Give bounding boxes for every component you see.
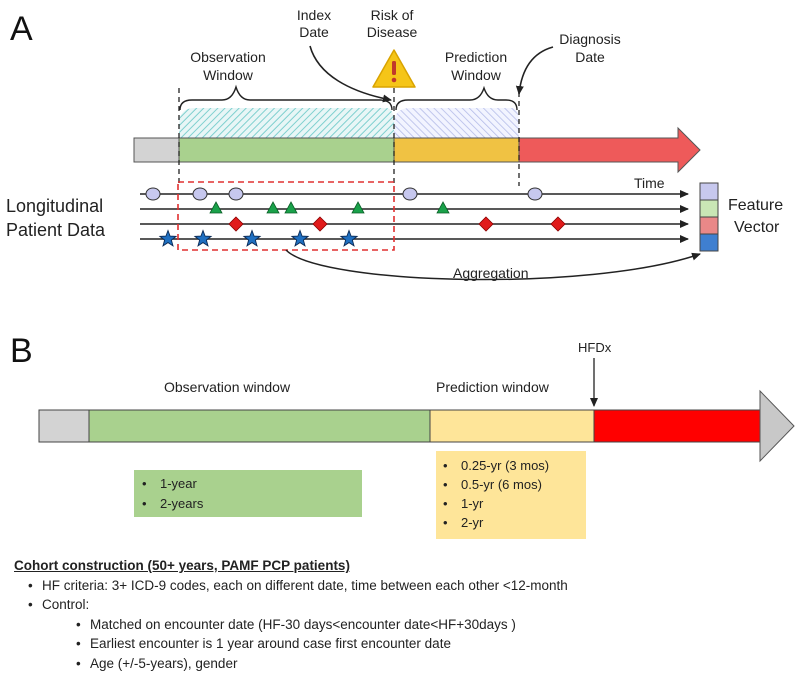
event-triangle	[436, 201, 450, 214]
option-bullet: •	[443, 477, 448, 492]
index-date-label-line2: Date	[299, 24, 329, 40]
feature-vector-cell	[699, 233, 719, 252]
cohort-title: Cohort construction (50+ years, PAMF PCP…	[14, 558, 350, 573]
event-circle	[527, 187, 543, 201]
aggregation-arrow	[285, 249, 701, 281]
aggregation-box	[177, 181, 395, 251]
hfdx-label: HFDx	[578, 340, 612, 355]
panel-b-label: B	[10, 332, 33, 370]
cohort-criteria-list: HF criteria: 3+ ICD-9 codes, each on dif…	[14, 576, 794, 674]
feature-vector-cell	[699, 199, 719, 218]
control-item: Control: Matched on encounter date (HF-3…	[28, 595, 794, 673]
diagnosis-date-label-line1: Diagnosis	[559, 31, 620, 47]
control-label: Control:	[42, 597, 90, 612]
prediction-window-b-label: Prediction window	[436, 379, 550, 395]
option-text: 2-yr	[461, 515, 484, 530]
prediction-window-label-line1: Prediction	[445, 49, 507, 65]
prediction-options-list: • 0.25-yr (3 mos) • 0.5-yr (6 mos) • 1-yr • 2-y…	[443, 458, 549, 530]
feature-vector-stack	[699, 182, 719, 252]
panel-a-label: A	[10, 10, 33, 48]
timeline-arrow-b	[38, 389, 795, 463]
index-date-label-line1: Index	[297, 7, 331, 23]
patient-timelines	[140, 190, 689, 243]
feature-vector-cell	[699, 182, 719, 201]
option-bullet: •	[142, 476, 147, 491]
event-triangle	[351, 201, 365, 214]
event-diamonds	[228, 216, 566, 232]
option-text: 1-yr	[461, 496, 484, 511]
time-label: Time	[634, 175, 665, 191]
cohort-construction: Cohort construction (50+ years, PAMF PCP…	[14, 556, 794, 673]
event-stars	[158, 229, 359, 247]
observation-options-box	[134, 470, 362, 517]
event-diamond	[228, 216, 244, 232]
event-star	[158, 229, 178, 247]
prediction-window-shade	[394, 108, 519, 138]
diagnosis-date-arrow	[515, 46, 554, 95]
feature-vector-label-line2: Vector	[734, 219, 780, 236]
event-circle	[145, 187, 161, 201]
diagnosis-date-label-line2: Date	[575, 49, 605, 65]
event-circle	[228, 187, 244, 201]
prediction-window-label-line2: Window	[451, 67, 502, 83]
observation-window-brace	[179, 84, 393, 111]
control-subitem: Age (+/-5-years), gender	[76, 654, 794, 674]
event-diamond	[312, 216, 328, 232]
warning-icon	[372, 49, 416, 88]
observation-window-label-line2: Window	[203, 67, 254, 83]
prediction-window-brace	[395, 85, 518, 111]
longitudinal-label-line2: Patient Data	[6, 220, 106, 240]
event-triangle	[209, 201, 223, 214]
longitudinal-label-line1: Longitudinal	[6, 196, 103, 216]
event-star	[339, 229, 359, 247]
event-circles	[145, 187, 543, 201]
option-text: 0.25-yr (3 mos)	[461, 458, 549, 473]
risk-of-disease-label-line2: Disease	[367, 24, 418, 40]
option-text: 2-years	[160, 496, 204, 511]
event-diamond	[550, 216, 566, 232]
option-bullet: •	[443, 458, 448, 473]
option-bullet: •	[443, 515, 448, 530]
control-subitem: Earliest encounter is 1 year around case…	[76, 634, 794, 654]
event-star	[290, 229, 310, 247]
timeline-arrow-a	[133, 126, 701, 174]
control-sublist: Matched on encounter date (HF-30 days<en…	[42, 615, 794, 674]
observation-options-list: • 1-year • 2-years	[142, 476, 204, 511]
feature-vector-cell	[699, 216, 719, 235]
option-bullet: •	[142, 496, 147, 511]
observation-window-b-label: Observation window	[164, 379, 291, 395]
control-subitem: Matched on encounter date (HF-30 days<en…	[76, 615, 794, 635]
event-star	[193, 229, 213, 247]
option-text: 0.5-yr (6 mos)	[461, 477, 542, 492]
hf-criteria-item: HF criteria: 3+ ICD-9 codes, each on dif…	[28, 576, 794, 596]
event-triangle	[266, 201, 280, 214]
option-bullet: •	[443, 496, 448, 511]
prediction-options-box	[436, 451, 586, 539]
index-date-arrow	[309, 45, 392, 103]
event-diamond	[478, 216, 494, 232]
observation-window-shade	[179, 108, 394, 138]
event-star	[242, 229, 262, 247]
feature-vector-label-line1: Feature	[728, 197, 783, 214]
risk-of-disease-label-line1: Risk of	[371, 7, 414, 23]
event-circle	[192, 187, 208, 201]
option-text: 1-year	[160, 476, 198, 491]
window-boundary-lines	[178, 88, 520, 186]
event-triangles	[209, 201, 450, 214]
event-triangle	[284, 201, 298, 214]
observation-window-label-line1: Observation	[190, 49, 265, 65]
event-circle	[402, 187, 418, 201]
aggregation-label: Aggregation	[453, 265, 529, 281]
